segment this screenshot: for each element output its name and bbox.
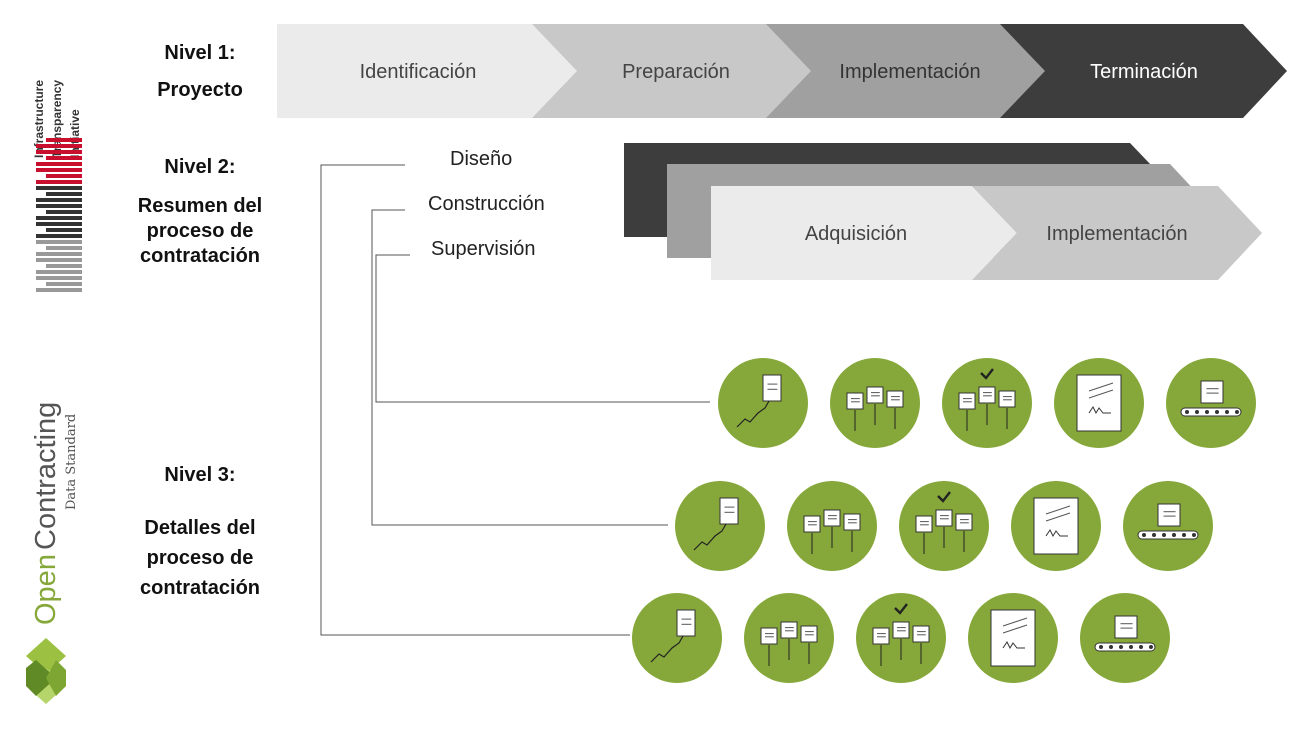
stage-identificacion-label: Identificación [360,61,477,83]
level1-subtitle: Proyecto [157,79,243,101]
cost-mark-icon [36,138,82,292]
ocds-mark-icon [26,638,66,704]
contract-icon [1054,358,1144,448]
tender-icon [744,593,834,683]
level2-title: Nivel 2: [164,156,236,178]
contract-type-supervision: Supervisión [431,238,536,260]
planning-icon [675,481,765,571]
level3-subtitle: Detalles del proceso de contratación [139,517,261,599]
connector-lines [320,164,710,636]
stage-implementacion2-shape [972,186,1262,280]
stage-terminacion-shape [1000,24,1287,118]
stage-preparacion-label: Preparación [622,61,730,83]
award-icon [942,358,1032,448]
stage-identificacion-shape [277,24,577,118]
implementation-icon [1080,593,1170,683]
level1-title: Nivel 1: [164,42,236,64]
planning-icon [632,593,722,683]
implementation-icon [1123,481,1213,571]
implementation-icon [1166,358,1256,448]
stage-implementacion-shape [766,24,1045,118]
tender-icon [830,358,920,448]
level3-title: Nivel 3: [164,464,236,486]
level2-subtitle: Resumen del proceso de contratación [137,195,263,267]
award-icon [899,481,989,571]
contract-type-construccion: Construcción [428,193,545,215]
award-icon [856,593,946,683]
stage-implementacion-label: Implementación [839,61,980,83]
planning-icon [718,358,808,448]
stage-preparacion-shape [532,24,811,118]
tender-icon [787,481,877,571]
stage-terminacion-label: Terminación [1090,61,1198,83]
stage-implementacion2-label: Implementación [1046,223,1187,245]
cost-logo: Infrastructure Transparency Initiative [28,30,88,300]
contract-icon [1011,481,1101,571]
ocds-logo: Open Contracting Data Standard [20,370,90,710]
stage-adquisicion-label: Adquisición [805,223,907,245]
contract-type-diseno: Diseño [450,148,513,170]
stage-adquisicion-shape [711,186,1017,280]
contract-icon [968,593,1058,683]
